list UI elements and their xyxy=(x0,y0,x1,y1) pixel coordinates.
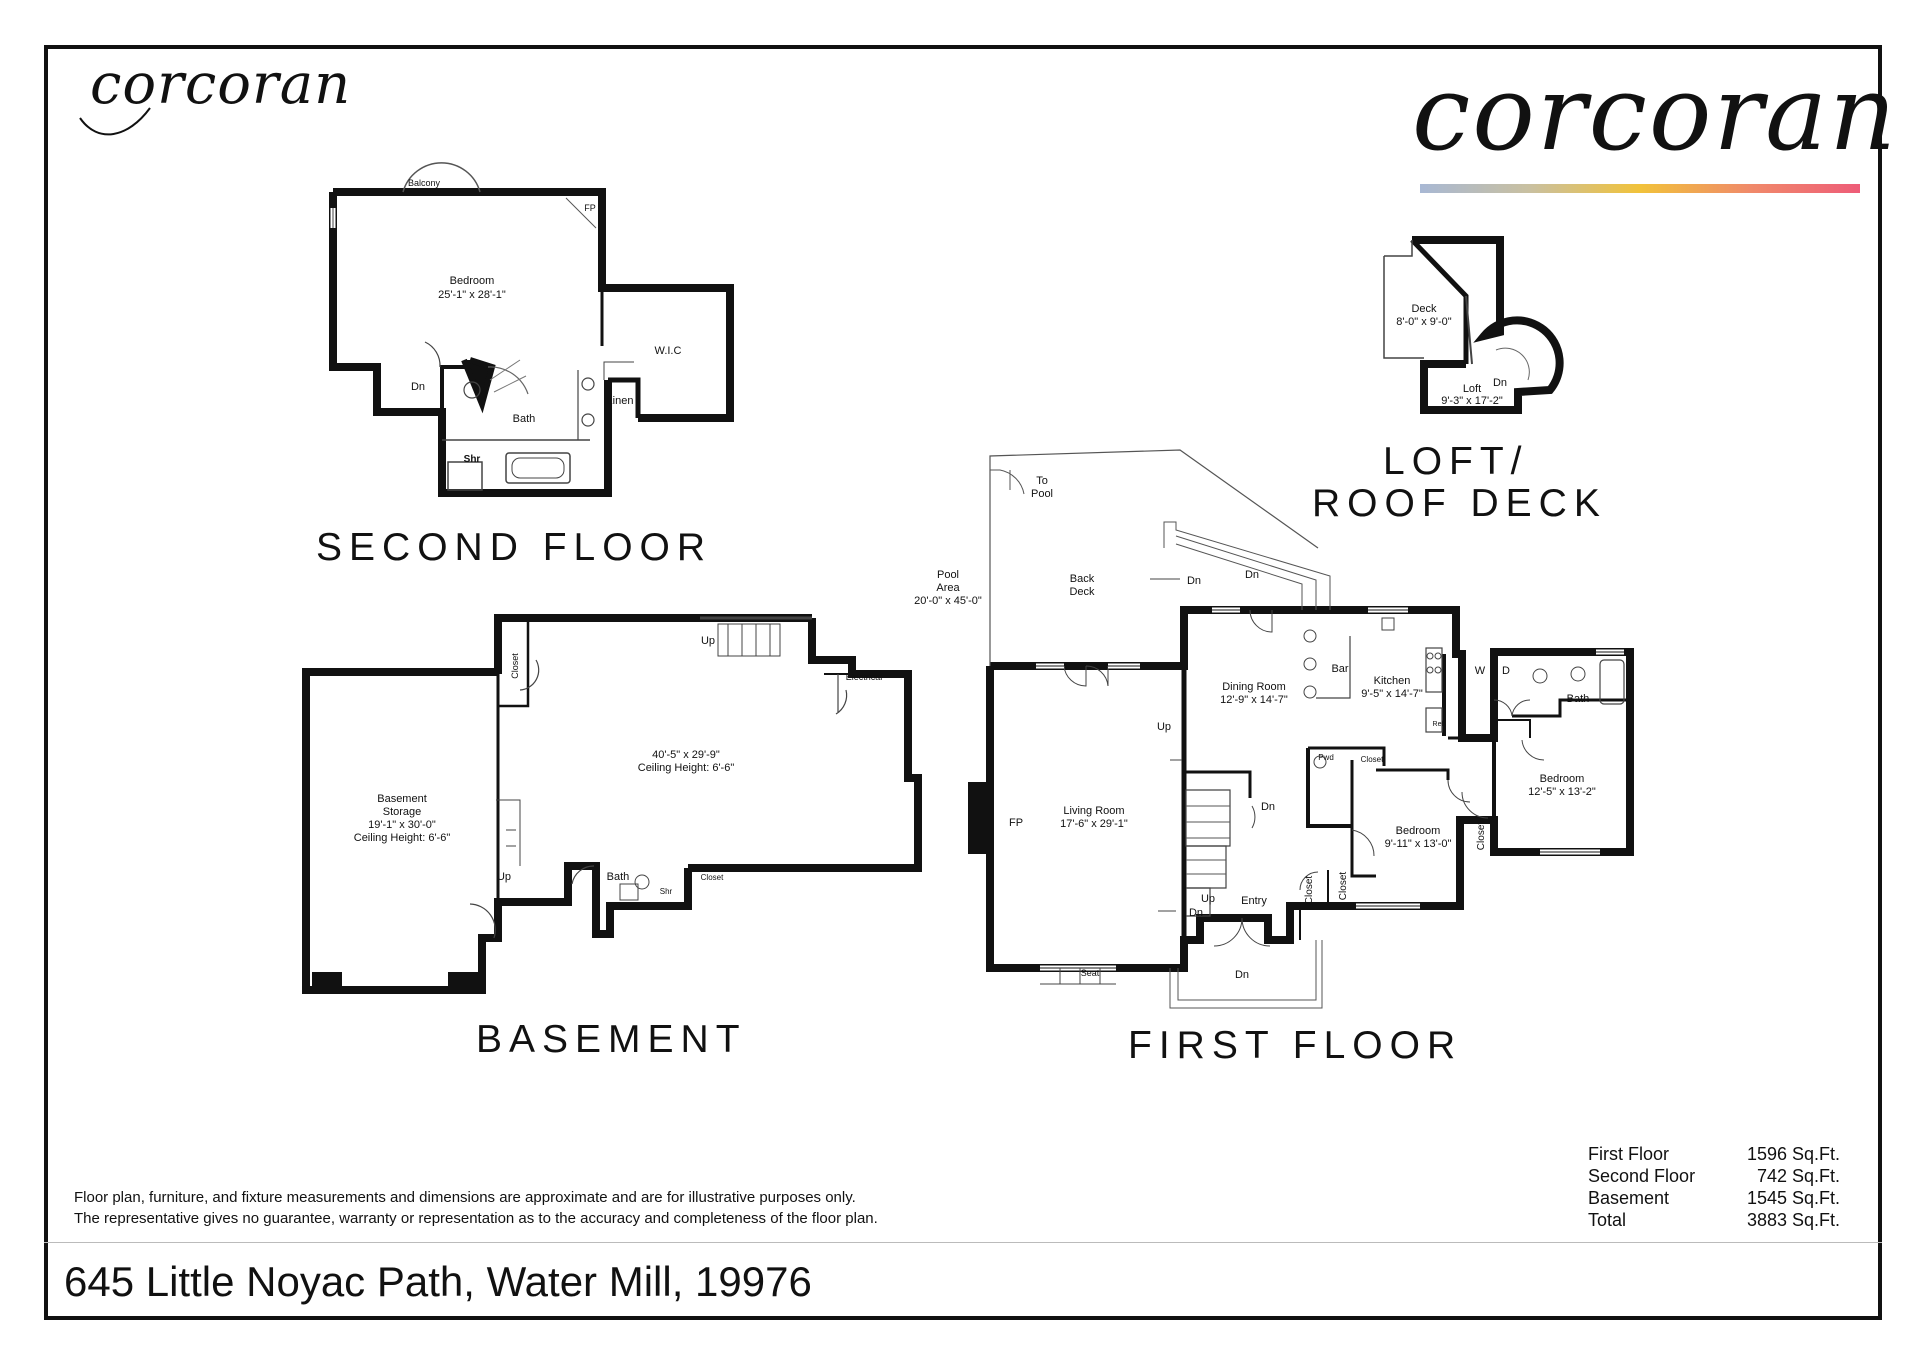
label-bedroom-1b-name: Bedroom xyxy=(1540,773,1585,785)
disclaimer-line: Floor plan, furniture, and fixture measu… xyxy=(74,1189,856,1206)
area-row: Second Floor 742 Sq.Ft. xyxy=(1588,1165,1840,1187)
label-ref: Ref xyxy=(1433,721,1444,728)
area-value: 742 Sq.Ft. xyxy=(1756,1166,1840,1186)
area-label: Second Floor xyxy=(1588,1166,1696,1186)
area-label: Basement xyxy=(1588,1188,1670,1208)
label-kitchen-name: Kitchen xyxy=(1374,675,1411,687)
label-pwd: Pwd xyxy=(1318,753,1334,762)
title-basement: BASEMENT xyxy=(476,1018,747,1061)
label-bath-b: Bath xyxy=(607,871,630,883)
label-loft-dim: 9'-3" x 17'-2" xyxy=(1441,395,1503,407)
label-shr-2: Shr xyxy=(464,454,481,465)
label-dn-1b: Dn xyxy=(1189,907,1203,919)
label-bar: Bar xyxy=(1331,663,1348,675)
area-summary: First Floor 1596 Sq.Ft. Second Floor 742… xyxy=(1588,1143,1840,1231)
label-up-b2: Up xyxy=(497,871,511,883)
area-value: 3883 Sq.Ft. xyxy=(1746,1210,1840,1230)
loft-plan xyxy=(1383,236,1564,414)
label-bedroom-1a-name: Bedroom xyxy=(1396,825,1441,837)
title-first-floor: FIRST FLOOR xyxy=(1128,1024,1463,1067)
footer-divider xyxy=(44,1242,1882,1243)
label-closet-f1: Closet xyxy=(1361,755,1384,764)
label-closet-f3: Closet xyxy=(1304,876,1315,905)
label-linen: Linen xyxy=(607,395,634,407)
label-pool-area-1: Pool xyxy=(937,569,959,581)
label-dn-deck-1: Dn xyxy=(1187,575,1201,587)
label-living-dim: 17'-6" x 29'-1" xyxy=(1060,818,1128,830)
label-storage-2: Storage xyxy=(383,806,422,818)
label-loft-name: Loft xyxy=(1463,383,1481,395)
label-dn-2: Dn xyxy=(411,381,425,393)
label-shr-b: Shr xyxy=(660,887,673,896)
label-up-1a: Up xyxy=(1157,721,1171,733)
label-seat: Seat xyxy=(1081,968,1100,978)
label-closet-b2: Closet xyxy=(701,873,724,882)
label-closet-f2: Closet xyxy=(1476,822,1487,851)
label-bedroom-2-dim: 25'-1" x 28'-1" xyxy=(438,289,506,301)
title-loft-line1: LOFT/ xyxy=(1383,440,1529,483)
label-dn-1a: Dn xyxy=(1261,801,1275,813)
basement-plan xyxy=(302,614,922,994)
area-value: 1545 Sq.Ft. xyxy=(1746,1188,1840,1208)
label-up-b1: Up xyxy=(701,635,715,647)
area-row: Basement 1545 Sq.Ft. xyxy=(1588,1187,1840,1209)
title-second-floor: SECOND FLOOR xyxy=(316,526,713,569)
area-row: First Floor 1596 Sq.Ft. xyxy=(1588,1143,1840,1165)
label-storage-3: 19'-1" x 30'-0" xyxy=(368,819,436,831)
label-pool-area-2: Area xyxy=(936,582,960,594)
label-to-pool-1: To xyxy=(1036,475,1048,487)
label-entry: Entry xyxy=(1241,895,1267,907)
logo-swoosh-icon xyxy=(79,107,151,136)
second-floor-plan xyxy=(329,162,734,497)
label-closet-b1: Closet xyxy=(510,653,520,679)
label-pool-area-3: 20'-0" x 45'-0" xyxy=(914,595,982,607)
property-address: 645 Little Noyac Path, Water Mill, 19976 xyxy=(64,1258,812,1305)
area-label: Total xyxy=(1588,1210,1627,1230)
label-balcony: Balcony xyxy=(408,178,441,188)
first-floor-plan xyxy=(968,449,1634,1009)
brand-gradient-bar xyxy=(1420,184,1860,193)
label-wic: W.I.C xyxy=(655,345,682,357)
brand-logo-small: corcoran xyxy=(90,52,352,117)
label-kitchen-dim: 9'-5" x 14'-7" xyxy=(1361,688,1423,700)
label-bedroom-1a-dim: 9'-11" x 13'-0" xyxy=(1385,838,1452,850)
label-living-name: Living Room xyxy=(1063,805,1124,817)
title-loft-line2: ROOF DECK xyxy=(1312,482,1607,525)
label-deck-dim: 8'-0" x 9'-0" xyxy=(1396,316,1452,328)
label-w: W xyxy=(1475,665,1486,677)
area-value: 1596 Sq.Ft. xyxy=(1746,1144,1840,1164)
label-d: D xyxy=(1502,665,1510,677)
area-row: Total 3883 Sq.Ft. xyxy=(1588,1209,1840,1231)
brand-logo-large: corcoran xyxy=(1412,52,1899,174)
label-fp-1: FP xyxy=(1009,817,1023,829)
label-back-deck-2: Deck xyxy=(1069,586,1095,598)
label-storage-1: Basement xyxy=(377,793,427,805)
label-bath-1: Bath xyxy=(1567,693,1590,705)
label-dn-1c: Dn xyxy=(1235,969,1249,981)
label-dining-dim: 12'-9" x 14'-7" xyxy=(1220,694,1288,706)
label-closet-f4: Closet xyxy=(1338,872,1349,901)
label-bedroom-2-name: Bedroom xyxy=(450,275,495,287)
label-bedroom-1b-dim: 12'-5" x 13'-2" xyxy=(1528,786,1596,798)
area-label: First Floor xyxy=(1588,1144,1669,1164)
label-up-1b: Up xyxy=(1201,893,1215,905)
label-dn-deck-2: Dn xyxy=(1245,569,1259,581)
label-electrical: Electrical xyxy=(846,672,883,682)
label-storage-4: Ceiling Height: 6'-6" xyxy=(354,832,451,844)
floorplan-sheet xyxy=(44,45,1882,1320)
disclaimer-line: The representative gives no guarantee, w… xyxy=(74,1210,878,1227)
label-bath-2: Bath xyxy=(513,413,536,425)
label-back-deck-1: Back xyxy=(1070,573,1095,585)
disclaimer: Floor plan, furniture, and fixture measu… xyxy=(74,1187,878,1229)
label-basement-ceiling: Ceiling Height: 6'-6" xyxy=(638,762,735,774)
label-dining-name: Dining Room xyxy=(1222,681,1286,693)
label-to-pool-2: Pool xyxy=(1031,488,1053,500)
label-basement-dim: 40'-5" x 29'-9" xyxy=(652,749,720,761)
label-deck-name: Deck xyxy=(1411,303,1437,315)
label-dn-loft: Dn xyxy=(1493,377,1507,389)
label-fp-2: FP xyxy=(584,203,596,213)
